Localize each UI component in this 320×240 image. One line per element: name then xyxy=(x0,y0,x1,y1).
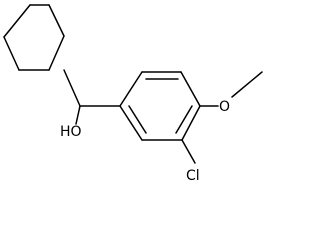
bond xyxy=(119,105,143,141)
bond xyxy=(175,105,193,134)
bond xyxy=(48,35,65,71)
bond xyxy=(180,71,201,107)
bond xyxy=(3,4,31,38)
bond xyxy=(128,105,147,134)
structure-drawing: HO O Cl xyxy=(3,4,263,184)
bond xyxy=(181,139,196,164)
bond xyxy=(119,71,143,107)
methoxy-oxygen-label: O xyxy=(219,99,230,115)
benzene-ring xyxy=(119,71,201,141)
bond xyxy=(48,4,65,37)
bond xyxy=(63,69,81,107)
bond xyxy=(231,71,263,98)
hydroxyl-label: HO xyxy=(60,124,82,140)
bond xyxy=(75,105,81,125)
bond xyxy=(181,105,201,141)
cyclohexane-ring xyxy=(3,4,65,71)
chlorine-label: Cl xyxy=(186,168,200,184)
bond xyxy=(3,36,20,71)
molecule-diagram: HO O Cl xyxy=(3,4,263,184)
